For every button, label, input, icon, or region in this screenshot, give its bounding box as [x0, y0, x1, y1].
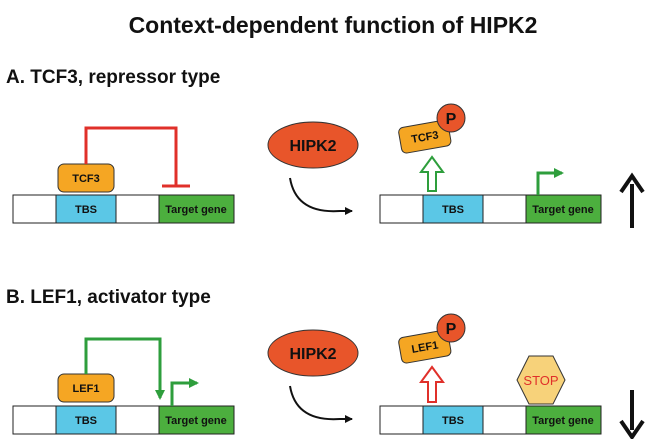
- transcription-arrow: [536, 168, 564, 195]
- phospho-circle: [436, 103, 466, 133]
- lef1-released-label: LEF1: [411, 339, 440, 355]
- reaction-arrow: [289, 177, 353, 215]
- target-gene-label: Target gene: [165, 204, 227, 216]
- dna-strip-b-right: TBS Target gene: [379, 405, 602, 435]
- tbs-label: TBS: [75, 415, 97, 427]
- dna-strip-a-right: TBS Target gene: [379, 194, 602, 224]
- release-arrow: [419, 365, 445, 403]
- section-a: A. TCF3, repressor type TBS Target gene …: [6, 67, 645, 228]
- tbs-label: TBS: [442, 415, 464, 427]
- hipk2-oval: [267, 329, 359, 377]
- section-b-heading: B. LEF1, activator type: [6, 287, 211, 308]
- lef1-factor-label: LEF1: [73, 383, 100, 395]
- activation-line: [84, 337, 165, 400]
- target-gene-label: Target gene: [532, 415, 594, 427]
- dna-strip-b-left: TBS Target gene: [12, 405, 235, 435]
- tcf3-factor-label: TCF3: [72, 173, 100, 185]
- stop-label: STOP: [523, 373, 558, 388]
- tcf3-released-label: TCF3: [410, 129, 439, 146]
- diagram-title: Context-dependent function of HIPK2: [129, 12, 538, 38]
- transcription-arrow: [170, 378, 199, 406]
- tcf3-released: TCF3: [398, 119, 452, 154]
- dna-strip-a-left: TBS Target gene: [12, 194, 235, 224]
- stop-sign-icon: [516, 355, 566, 405]
- target-gene-label: Target gene: [532, 204, 594, 216]
- hipk2-label: HIPK2: [289, 138, 336, 155]
- tbs-label: TBS: [442, 204, 464, 216]
- tbs-label: TBS: [75, 204, 97, 216]
- phospho-circle: [436, 313, 466, 343]
- repression-line: [84, 126, 178, 185]
- release-arrow: [419, 155, 445, 192]
- target-gene-box: [158, 194, 235, 224]
- up-arrow-icon: [619, 172, 645, 228]
- phospho-label: P: [446, 321, 457, 338]
- down-arrow-icon: [619, 390, 645, 439]
- section-a-heading: A. TCF3, repressor type: [6, 67, 220, 88]
- section-b: B. LEF1, activator type TBS Target gene …: [6, 287, 645, 439]
- hipk2-oval: [267, 121, 359, 169]
- phospho-label: P: [446, 111, 457, 128]
- hipk2-label: HIPK2: [289, 346, 336, 363]
- target-gene-label: Target gene: [165, 415, 227, 427]
- reaction-arrow: [289, 385, 353, 423]
- tbs-box: [55, 194, 117, 224]
